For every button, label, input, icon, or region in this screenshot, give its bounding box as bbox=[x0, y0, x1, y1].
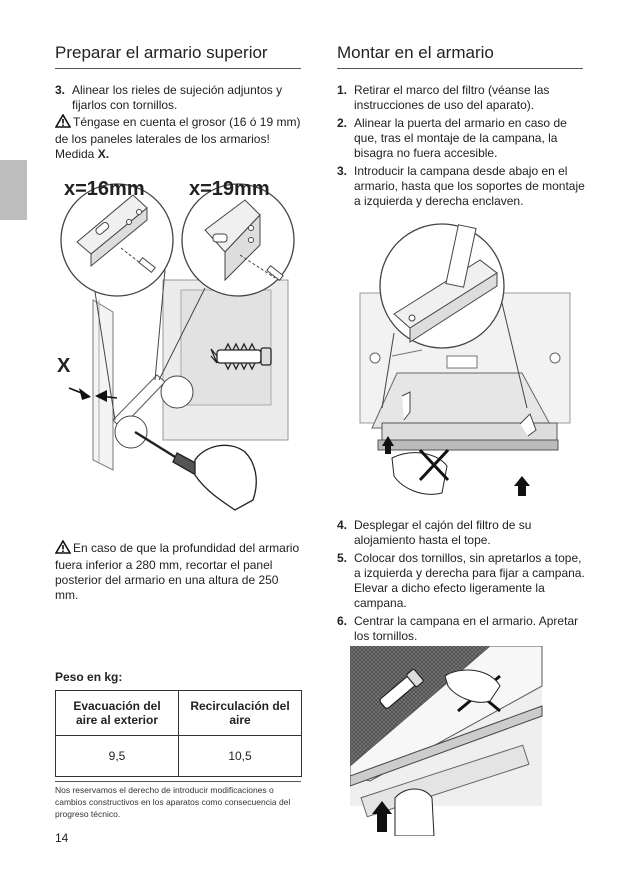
header-recirculation: Recirculación del aire bbox=[178, 690, 302, 736]
step-text: Retirar el marco del filtro (véanse las … bbox=[354, 83, 550, 112]
weight-title: Peso en kg: bbox=[55, 670, 123, 684]
filter-screw-illustration bbox=[350, 646, 543, 836]
step-text: Desplegar el cajón del filtro de su aloj… bbox=[354, 518, 532, 547]
hood-insert-illustration bbox=[359, 223, 571, 496]
list-item: 3. Introducir la campana desde abajo en e… bbox=[337, 164, 585, 209]
step-number: 3. bbox=[55, 83, 66, 97]
step-number: 2. bbox=[337, 116, 348, 130]
right-steps-1-3: 1. Retirar el marco del filtro (véanse la… bbox=[337, 83, 585, 212]
page-number: 14 bbox=[55, 831, 69, 845]
rail-mounting-illustration bbox=[60, 183, 295, 511]
step-number: 4. bbox=[337, 518, 348, 532]
right-title-rule bbox=[337, 68, 583, 69]
label-x: X bbox=[57, 355, 71, 377]
value-recirculation: 10,5 bbox=[178, 735, 302, 777]
list-item: 6. Centrar la campana en el armario. Apre… bbox=[337, 614, 585, 644]
right-column-title: Montar en el armario bbox=[337, 43, 494, 62]
list-item: 1. Retirar el marco del filtro (véanse la… bbox=[337, 83, 585, 113]
step-number: 1. bbox=[337, 83, 348, 97]
note-text: Téngase en cuenta el grosor (16 ó 19 mm)… bbox=[55, 115, 301, 161]
footnote-rule bbox=[55, 781, 301, 782]
depth-note: En caso de que la profundidad del armari… bbox=[54, 539, 301, 603]
step-text: Alinear los rieles de sujeción adjuntos … bbox=[72, 83, 283, 112]
step-number: 6. bbox=[337, 614, 348, 628]
label-x-16mm: x=16mm bbox=[64, 178, 145, 200]
label-x-19mm: x=19mm bbox=[189, 178, 270, 200]
table-row: 9,5 10,5 bbox=[55, 735, 302, 777]
weight-table: Evacuación del aire al exterior Recircul… bbox=[55, 690, 302, 777]
step-text: Colocar dos tornillos, sin apretarlos a … bbox=[354, 551, 585, 610]
step-number: 3. bbox=[337, 164, 348, 178]
footnote: Nos reservamos el derecho de introducir … bbox=[55, 785, 291, 819]
right-steps-4-6: 4. Desplegar el cajón del filtro de su al… bbox=[337, 518, 585, 647]
left-step-3: 3. Alinear los rieles de sujeción adjunto… bbox=[55, 83, 301, 116]
side-tab bbox=[0, 160, 27, 220]
left-column-title: Preparar el armario superior bbox=[55, 43, 268, 62]
note-text: En caso de que la profundidad del armari… bbox=[55, 541, 300, 602]
step-number: 5. bbox=[337, 551, 348, 565]
note-measure-x: X. bbox=[97, 147, 110, 161]
warning-icon bbox=[54, 113, 72, 132]
header-exhaust: Evacuación del aire al exterior bbox=[55, 690, 179, 736]
warning-icon bbox=[54, 539, 72, 558]
value-exhaust: 9,5 bbox=[55, 735, 179, 777]
step-text: Centrar la campana en el armario. Apreta… bbox=[354, 614, 579, 643]
list-item: 4. Desplegar el cajón del filtro de su al… bbox=[337, 518, 585, 548]
thickness-note: Téngase en cuenta el grosor (16 ó 19 mm)… bbox=[54, 113, 301, 162]
table-header-row: Evacuación del aire al exterior Recircul… bbox=[55, 690, 302, 736]
step-text: Introducir la campana desde abajo en el … bbox=[354, 164, 585, 208]
step-text: Alinear la puerta del armario en caso de… bbox=[354, 116, 567, 160]
left-title-rule bbox=[55, 68, 301, 69]
list-item: 5. Colocar dos tornillos, sin apretarlos … bbox=[337, 551, 585, 611]
list-item: 2. Alinear la puerta del armario en caso … bbox=[337, 116, 585, 161]
